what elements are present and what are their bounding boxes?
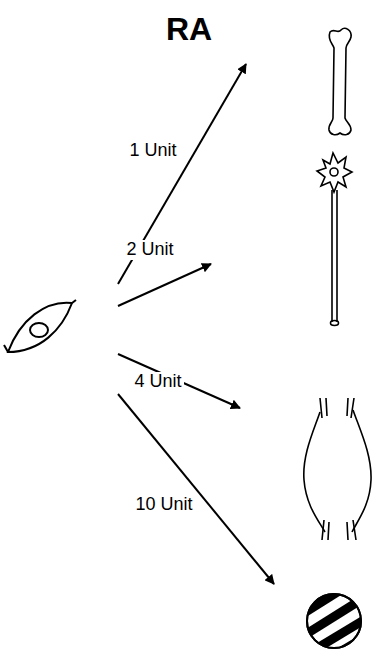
neuron-icon [317,153,352,326]
bone-icon [329,28,351,134]
muscle-icon [304,398,371,540]
arrows [118,64,274,584]
dose-label: 1 Unit [127,141,178,161]
diagram-title: RA [164,12,214,47]
dose-label: 2 Unit [124,240,175,260]
dose-label: 10 Unit [133,495,194,515]
dose-label: 4 Unit [132,372,183,392]
stem-cell [4,300,76,352]
striated-fiber-icon [300,585,370,662]
